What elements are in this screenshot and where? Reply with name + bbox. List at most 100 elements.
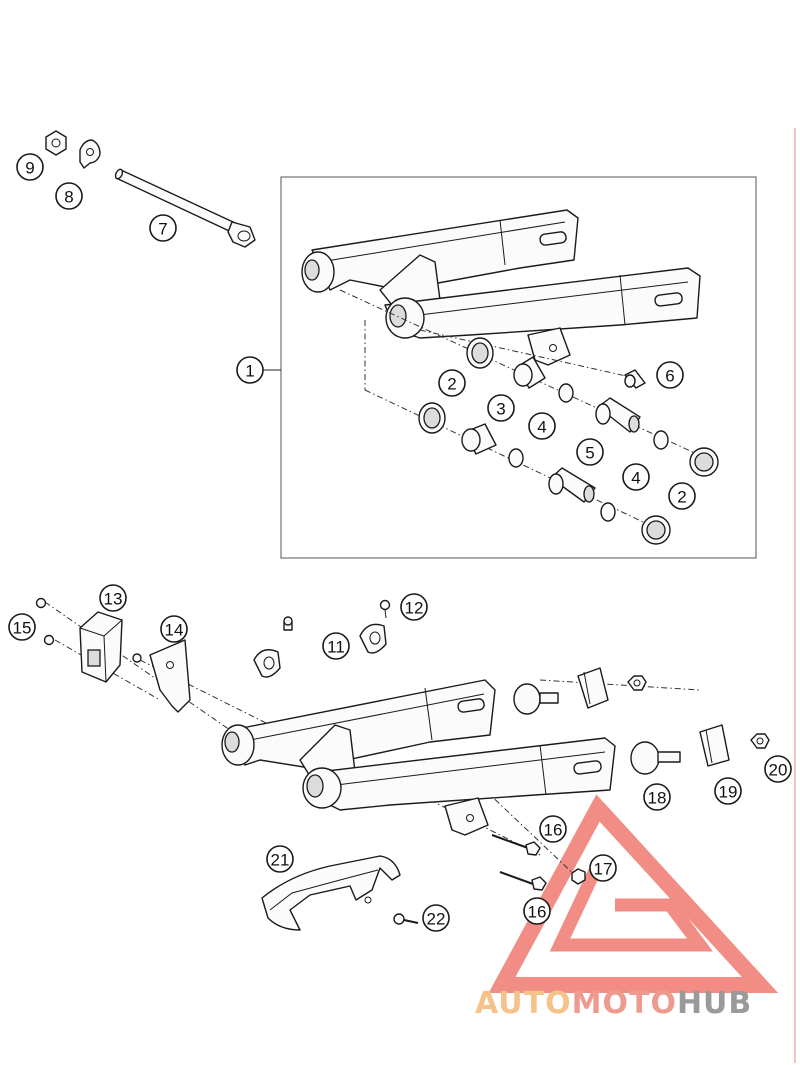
callout-15: 15	[8, 613, 36, 641]
brand-hub: HUB	[677, 986, 752, 1021]
callout-number: 8	[64, 188, 73, 207]
nut-part-17	[571, 868, 586, 885]
bush-part-3-lower	[461, 423, 497, 455]
nut-part-15	[35, 597, 55, 646]
bearing-set	[418, 337, 719, 545]
callout-circle	[539, 815, 567, 843]
callout-22: 22	[422, 904, 450, 932]
callout-number: 13	[104, 590, 123, 609]
screw-part-22	[393, 913, 419, 925]
callout-circle	[422, 904, 450, 932]
callout-3: 3	[487, 394, 515, 422]
callout-number: 4	[537, 418, 546, 437]
callout-8: 8	[55, 182, 83, 210]
bush-part-3-upper	[513, 356, 546, 389]
callout-number: 5	[585, 444, 594, 463]
callout-14: 14	[160, 615, 188, 643]
sleeve-part-5-upper	[595, 397, 641, 433]
callout-circle	[8, 613, 36, 641]
callout-circle	[322, 632, 350, 660]
callout-circle	[149, 214, 177, 242]
sleeve-part-5-lower	[548, 467, 596, 503]
axle-assembly	[45, 130, 256, 248]
callout-13: 13	[99, 584, 127, 612]
screw-part-12	[379, 599, 391, 619]
callout-number: 4	[631, 469, 640, 488]
callout-circle	[236, 356, 264, 384]
callout-number: 3	[496, 400, 505, 419]
callout-circle	[160, 615, 188, 643]
callout-number: 7	[158, 220, 167, 239]
logo-g-mark	[549, 857, 713, 952]
callout-circle	[622, 463, 650, 491]
callout-2: 2	[438, 369, 466, 397]
brand-auto: AUTO	[475, 986, 572, 1021]
callout-circle	[668, 482, 696, 510]
callout-number: 2	[447, 375, 456, 394]
callout-circle	[16, 153, 44, 181]
bearing-part-2-upper	[466, 337, 494, 369]
spacer-part-18	[513, 683, 681, 775]
callout-circle	[576, 438, 604, 466]
guide-part-19	[577, 667, 730, 767]
logo-triangle	[488, 794, 779, 993]
callout-4: 4	[622, 463, 650, 491]
callout-number: 17	[594, 860, 613, 879]
callout-circle	[643, 783, 671, 811]
page-edge-line	[794, 128, 796, 1063]
callout-18: 18	[643, 783, 671, 811]
ring-part-4-lower-b	[600, 502, 616, 522]
clamp-part-11	[253, 616, 387, 678]
ring-part-4-upper	[558, 383, 574, 403]
bracket-part-14	[132, 639, 191, 713]
bush-part-6	[624, 369, 646, 389]
callout-circle	[764, 755, 792, 783]
swingarm-detail-frame	[262, 176, 757, 559]
callout-circle	[487, 394, 515, 422]
callout-circle	[438, 369, 466, 397]
callout-number: 14	[165, 621, 184, 640]
automotohub-logo	[488, 794, 779, 993]
callout-circle	[589, 854, 617, 882]
callout-12: 12	[400, 593, 428, 621]
bearing-part-2-upper-right	[689, 447, 719, 477]
callout-number: 11	[327, 638, 345, 657]
plate-part-8	[79, 139, 101, 169]
callout-1: 1	[236, 356, 264, 384]
callout-number: 9	[25, 159, 34, 178]
callout-20: 20	[764, 755, 792, 783]
callout-5: 5	[576, 438, 604, 466]
callout-number: 18	[648, 789, 667, 808]
callout-17: 17	[589, 854, 617, 882]
callout-circle	[714, 777, 742, 805]
ring-part-4-lower	[508, 448, 524, 468]
callout-number: 2	[677, 488, 686, 507]
callout-circle	[400, 593, 428, 621]
callout-number: 1	[245, 362, 254, 381]
callout-16: 16	[539, 815, 567, 843]
callout-circle	[266, 845, 294, 873]
axle-part-7	[114, 168, 256, 248]
callout-number: 21	[271, 851, 290, 870]
callout-19: 19	[714, 777, 742, 805]
automotohub-wordmark: AUTOMOTOHUB	[475, 986, 752, 1021]
callout-9: 9	[16, 153, 44, 181]
callout-number: 22	[427, 910, 446, 929]
brand-moto: MOTO	[572, 986, 677, 1021]
swingarm-lower	[221, 679, 616, 836]
svg-text:AUTOMOTOHUB: AUTOMOTOHUB	[475, 986, 752, 1021]
callout-number: 19	[719, 783, 738, 802]
callout-number: 15	[13, 619, 32, 638]
callout-2: 2	[668, 482, 696, 510]
block-part-13	[79, 611, 123, 683]
callout-number: 16	[544, 821, 563, 840]
callout-21: 21	[266, 845, 294, 873]
swingarm-part-1	[301, 209, 701, 366]
chain-guard-part-21	[261, 855, 401, 931]
callout-11: 11	[322, 632, 350, 660]
callout-number: 12	[405, 599, 424, 618]
ring-part-4-upper-b	[653, 430, 669, 450]
callout-6: 6	[656, 361, 684, 389]
